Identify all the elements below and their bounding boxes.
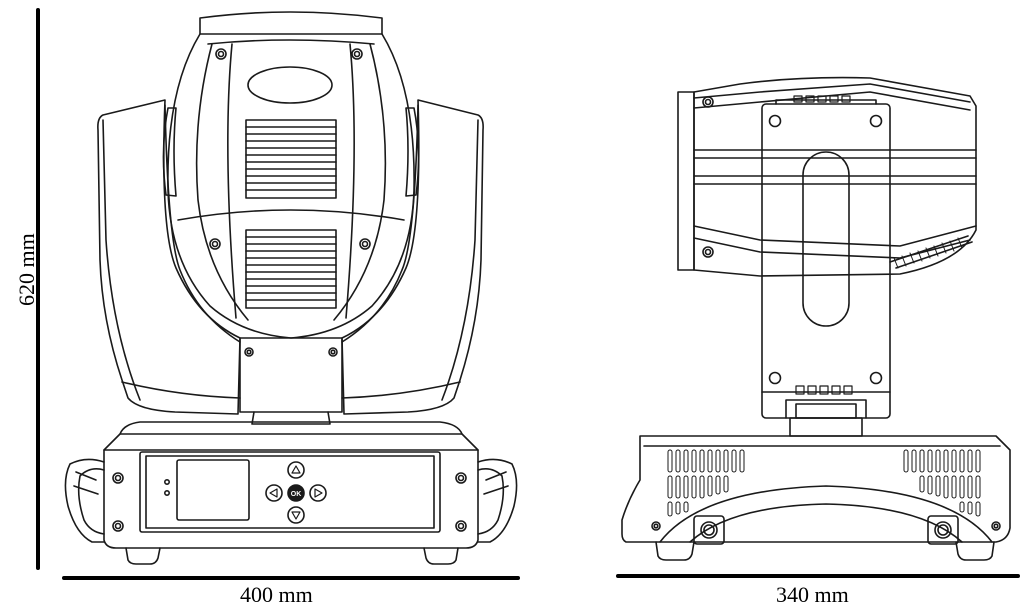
front-view xyxy=(65,12,516,564)
right-button[interactable] xyxy=(310,485,326,501)
front-yoke-center-post xyxy=(240,338,342,412)
front-width-dimension-label: 400 mm xyxy=(240,582,313,607)
side-view xyxy=(622,78,1010,560)
front-right-handle xyxy=(478,459,517,542)
down-button[interactable] xyxy=(288,507,304,523)
ok-button[interactable] xyxy=(288,485,304,501)
front-yoke-left-arm xyxy=(98,100,240,414)
side-width-dimension-label: 340 mm xyxy=(776,582,849,607)
left-button[interactable] xyxy=(266,485,282,501)
side-base-handle-arc xyxy=(660,486,992,542)
up-button[interactable] xyxy=(288,462,304,478)
front-control-panel xyxy=(140,452,440,532)
side-base-right-vent xyxy=(904,450,980,516)
front-head-outline xyxy=(168,12,414,338)
front-yoke-right-arm xyxy=(342,100,483,414)
front-left-handle xyxy=(65,459,104,542)
front-upper-vent xyxy=(246,120,336,198)
front-lower-vent xyxy=(246,230,336,308)
status-led-1 xyxy=(165,480,169,484)
front-logo-oval xyxy=(248,67,332,103)
side-yoke-arm xyxy=(762,104,890,418)
height-dimension-label: 620 mm xyxy=(14,233,39,306)
side-base-left-vent xyxy=(668,450,744,516)
side-base-outline xyxy=(622,436,1010,542)
side-arm-handle-slot xyxy=(803,152,849,326)
front-base-outline xyxy=(104,422,478,548)
side-head-outline xyxy=(694,78,976,276)
lcd-display xyxy=(177,460,249,520)
status-led-2 xyxy=(165,491,169,495)
ok-button-label: OK xyxy=(291,491,302,498)
